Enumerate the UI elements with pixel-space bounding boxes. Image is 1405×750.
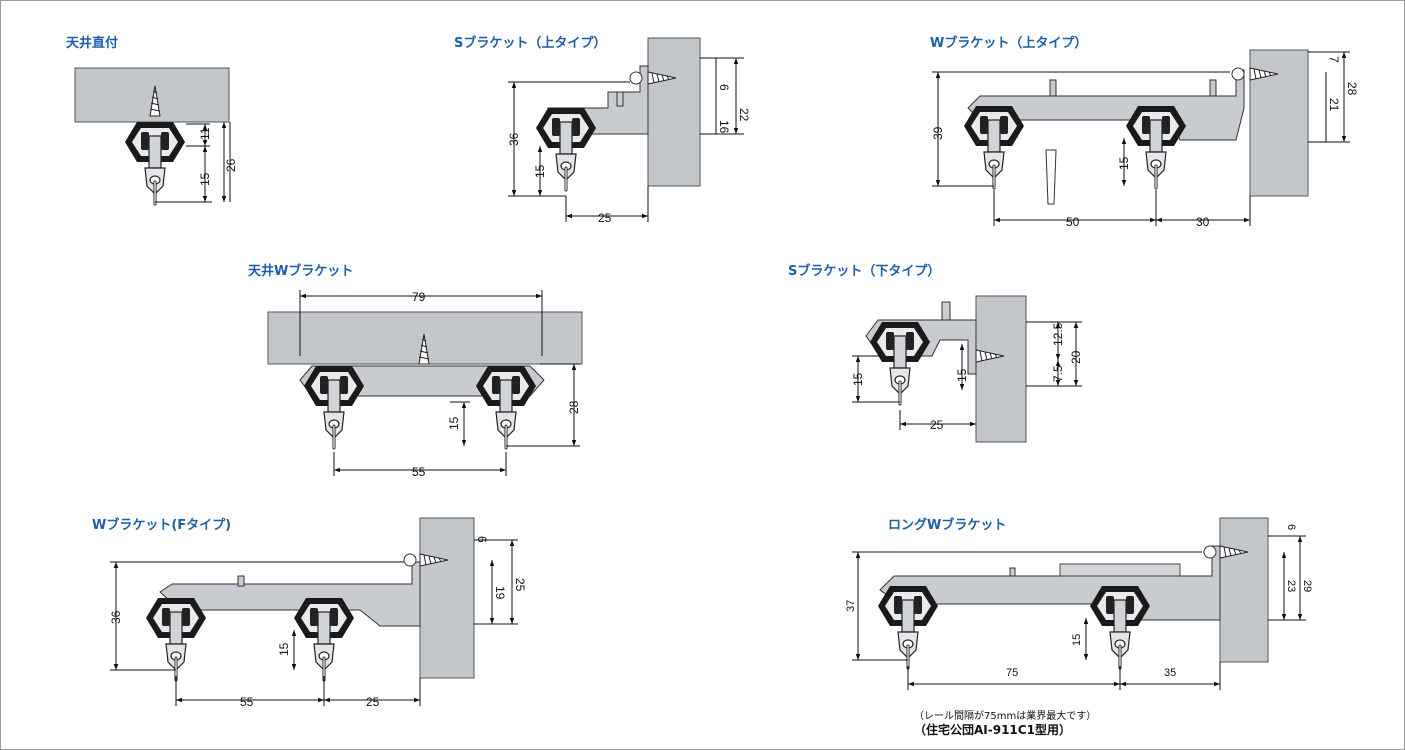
w-bracket-f-drawing: 6 19 25 36 15 55 25 [109, 517, 527, 709]
dim-label: 30 [1196, 215, 1210, 229]
title-s-bracket-lower: Sブラケット（下タイプ） [788, 264, 941, 279]
runner-icon [1088, 584, 1152, 670]
s-bracket-lower-drawing: 12.5 20 7.5 15 15 25 [851, 295, 1083, 443]
dim-label: 25 [366, 695, 380, 709]
dim-label: 15 [198, 172, 212, 186]
ceiling-direct-drawing: 11 15 26 [74, 67, 238, 206]
dim-label: 39 [931, 126, 945, 140]
runner-icon [292, 596, 356, 682]
dim-label: 15 [955, 368, 969, 382]
runner-icon [123, 120, 187, 206]
title-long-w-bracket: ロングWブラケット [888, 518, 1007, 533]
runner-icon [302, 364, 366, 450]
dim-label: 11 [198, 127, 212, 140]
dim-label: 7 [1327, 56, 1341, 63]
dim-label: 55 [412, 465, 426, 479]
s-bracket-upper-drawing: 6 16 22 36 15 25 [507, 37, 751, 225]
dim-label: 25 [513, 578, 527, 592]
wall-block [647, 37, 701, 187]
title-ceiling-w-bracket: 天井Wブラケット [248, 264, 354, 279]
title-ceiling-direct: 天井直付 [66, 36, 119, 51]
ceiling-w-bracket-drawing: 79 28 15 55 [267, 290, 583, 479]
dim-label: 15 [851, 372, 865, 386]
dim-label: 79 [412, 290, 426, 304]
dim-label: 15 [1117, 156, 1131, 170]
dim-label: 25 [930, 418, 944, 432]
runner-icon [962, 104, 1026, 190]
dim-label: 26 [224, 158, 238, 172]
runner-icon [868, 320, 932, 406]
wall-block [419, 517, 475, 679]
dim-label: 55 [240, 695, 254, 709]
wall-block [1219, 517, 1269, 663]
dim-label: 29 [1301, 580, 1313, 592]
runner-icon [876, 584, 940, 670]
runner-icon [144, 596, 208, 682]
runner-icon [1124, 104, 1188, 190]
dim-label: 23 [1285, 580, 1297, 592]
dim-label: 15 [447, 416, 461, 430]
title-w-bracket-f: Wブラケット(Fタイプ) [92, 518, 232, 533]
dim-label: 35 [1164, 667, 1176, 679]
runner-icon [474, 364, 538, 450]
dim-label: 50 [1066, 215, 1080, 229]
dim-label: 15 [277, 642, 291, 656]
dim-label: 21 [1327, 98, 1341, 112]
title-w-bracket-upper: Wブラケット（上タイプ） [930, 36, 1088, 51]
dim-label: 7.5 [1051, 365, 1065, 382]
dim-label: 36 [507, 132, 521, 146]
dim-label: 37 [845, 600, 857, 612]
dim-label: 28 [567, 400, 581, 414]
wall-block [975, 295, 1027, 443]
dim-label: 6 [475, 536, 489, 543]
dim-label: 20 [1069, 350, 1083, 364]
dim-label: 28 [1345, 82, 1359, 96]
dim-label: 6 [1285, 524, 1297, 530]
dim-label: 22 [737, 108, 751, 122]
dim-label: 15 [533, 164, 547, 178]
dim-label: 25 [598, 211, 612, 225]
dim-label: 6 [717, 84, 731, 91]
dim-label: 19 [493, 586, 507, 600]
dim-label: 15 [1071, 634, 1083, 646]
dim-label: 36 [109, 610, 123, 624]
dim-label: 12.5 [1051, 322, 1065, 346]
dim-label: 16 [717, 120, 731, 134]
title-s-bracket-upper: Sブラケット（上タイプ） [454, 36, 607, 51]
note-model: （住宅公団AI-911C1型用） [914, 723, 1071, 737]
note-rail-interval: （レール間隔が75mmは業界最大です） [914, 711, 1097, 722]
w-bracket-upper-drawing: 7 21 28 39 15 50 30 [931, 49, 1359, 229]
dim-label: 75 [1006, 667, 1018, 679]
long-w-bracket-drawing: 6 23 29 37 15 75 35 [845, 517, 1313, 690]
